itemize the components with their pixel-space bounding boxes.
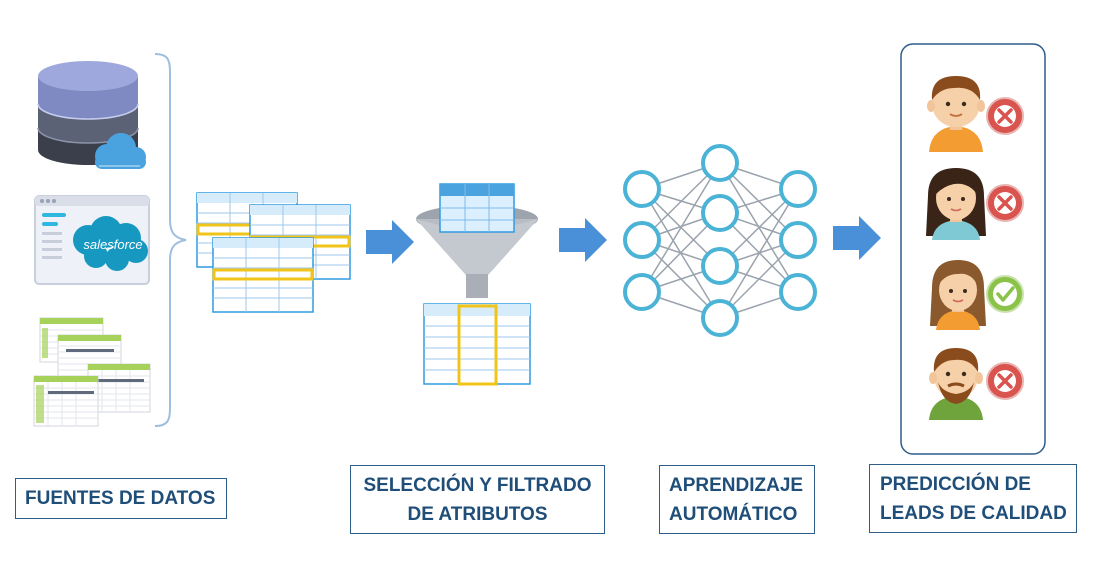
flow-arrow-1 xyxy=(366,220,414,264)
nn-neuron xyxy=(701,247,739,285)
database-cloud-icon xyxy=(37,61,146,169)
label-machine-learning-line1: APRENDIZAJE xyxy=(669,474,804,496)
nn-neuron xyxy=(623,273,661,311)
approve-icon xyxy=(986,275,1024,313)
salesforce-window-icon xyxy=(34,195,150,285)
nn-connection xyxy=(719,188,799,319)
grouping-brace xyxy=(154,53,187,427)
nn-neuron xyxy=(623,221,661,259)
nn-connection xyxy=(641,162,721,293)
label-data-sources: FUENTES DE DATOS xyxy=(15,478,227,519)
label-feature-selection-line2: DE ATRIBUTOS xyxy=(407,503,548,525)
label-lead-prediction-line2: LEADS DE CALIDAD xyxy=(880,502,1067,524)
spreadsheets-icon xyxy=(33,317,151,427)
label-feature-selection-line1: SELECCIÓN Y FILTRADO xyxy=(363,474,592,496)
lead-avatar-boy xyxy=(927,76,985,152)
label-data-sources-text: FUENTES DE DATOS xyxy=(25,488,216,509)
label-lead-prediction-line1: PREDICCIÓN DE xyxy=(880,473,1031,495)
label-feature-selection: SELECCIÓN Y FILTRADO DE ATRIBUTOS xyxy=(350,465,605,534)
neural-network-icon xyxy=(623,144,817,337)
label-lead-prediction: PREDICCIÓN DE LEADS DE CALIDAD xyxy=(869,464,1077,533)
reject-icon xyxy=(986,97,1024,135)
nn-neuron xyxy=(779,221,817,259)
nn-neuron xyxy=(701,299,739,337)
label-machine-learning: APRENDIZAJE AUTOMÁTICO xyxy=(659,465,815,534)
nn-neuron xyxy=(779,170,817,208)
salesforce-logo-text: salesforce xyxy=(83,237,143,252)
nn-neuron xyxy=(623,170,661,208)
flow-arrow-3 xyxy=(833,216,881,260)
nn-neuron xyxy=(701,144,739,182)
lead-avatar-woman-dark-hair xyxy=(926,168,986,240)
merged-tables-icon xyxy=(196,192,351,313)
funnel-icon xyxy=(416,183,538,298)
nn-neuron xyxy=(701,194,739,232)
lead-avatar-bearded-man xyxy=(929,348,983,420)
reject-icon xyxy=(986,184,1024,222)
label-machine-learning-line2: AUTOMÁTICO xyxy=(669,503,798,525)
reject-icon xyxy=(986,362,1024,400)
flow-arrow-2 xyxy=(559,218,607,262)
filtered-table-icon xyxy=(423,303,531,386)
lead-avatar-woman-brown-hair xyxy=(930,260,986,330)
nn-neuron xyxy=(779,273,817,311)
